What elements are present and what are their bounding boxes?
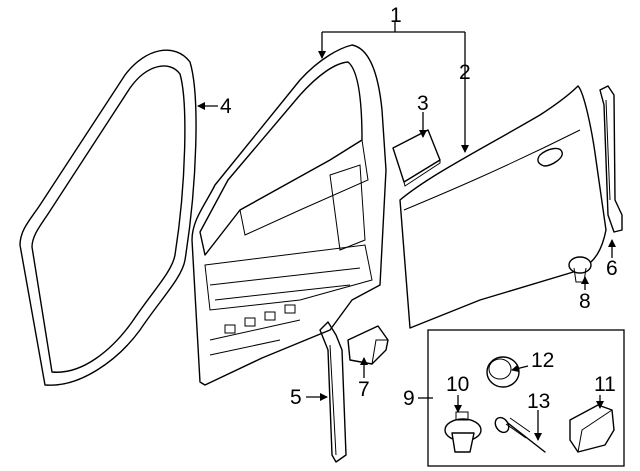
trim-fastener	[444, 411, 482, 453]
door-shell	[191, 44, 387, 386]
callout-6: 6	[606, 257, 618, 280]
end-cap	[569, 404, 615, 453]
rear-trim-strip	[599, 85, 623, 233]
callout-3: 3	[417, 92, 429, 115]
callout-10: 10	[446, 373, 469, 396]
callout-11: 11	[594, 373, 616, 396]
callout-2: 2	[459, 61, 471, 84]
front-trim-strip	[319, 321, 347, 463]
sound-pad	[392, 129, 441, 187]
callout-1: 1	[390, 4, 402, 27]
callout-7: 7	[358, 378, 370, 401]
callout-9: 9	[403, 387, 415, 410]
callout-13: 13	[527, 390, 550, 413]
push-clip	[568, 256, 592, 283]
leader-lines	[197, 22, 616, 441]
callout-5: 5	[290, 386, 302, 409]
outer-door-panel	[399, 85, 607, 329]
clip-block	[347, 325, 389, 365]
weatherstrip-seal	[19, 49, 197, 386]
callout-4: 4	[220, 95, 232, 118]
callout-12: 12	[531, 349, 554, 372]
hole-plug	[486, 356, 520, 388]
rivet	[494, 416, 546, 453]
callout-8: 8	[579, 290, 591, 313]
